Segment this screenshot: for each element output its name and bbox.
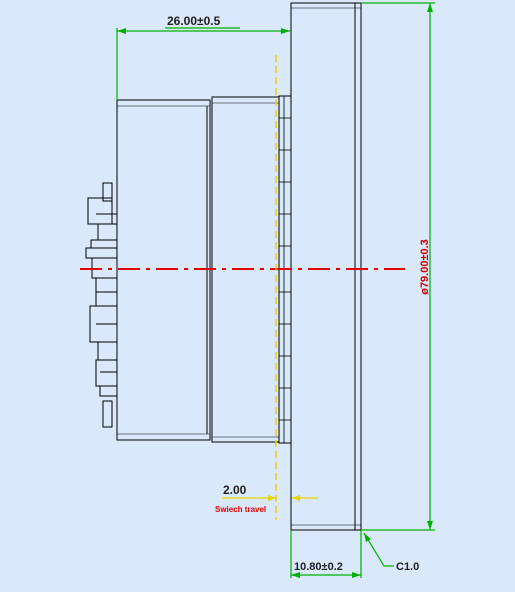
- flange-thickness-text: 10.80±0.2: [294, 561, 343, 573]
- top-length-dimension: [116, 27, 290, 100]
- diameter-dimension: [361, 2, 435, 531]
- flange: [290, 2, 362, 531]
- dimension-lines: [116, 2, 435, 578]
- chamfer-text: C1.0: [396, 561, 419, 573]
- travel-dimension: [222, 495, 318, 501]
- component-outline: [85, 2, 362, 531]
- chamfer-leader: [363, 532, 394, 567]
- flange-thickness-dimension: [290, 530, 362, 578]
- diameter-text: ø79.00±0.3: [419, 239, 431, 295]
- top-length-text: 26.00±0.5: [167, 14, 221, 28]
- travel-label-text: Swiech travel: [215, 505, 266, 514]
- rear-terminals: [85, 182, 118, 428]
- travel-value-text: 2.00: [223, 483, 247, 497]
